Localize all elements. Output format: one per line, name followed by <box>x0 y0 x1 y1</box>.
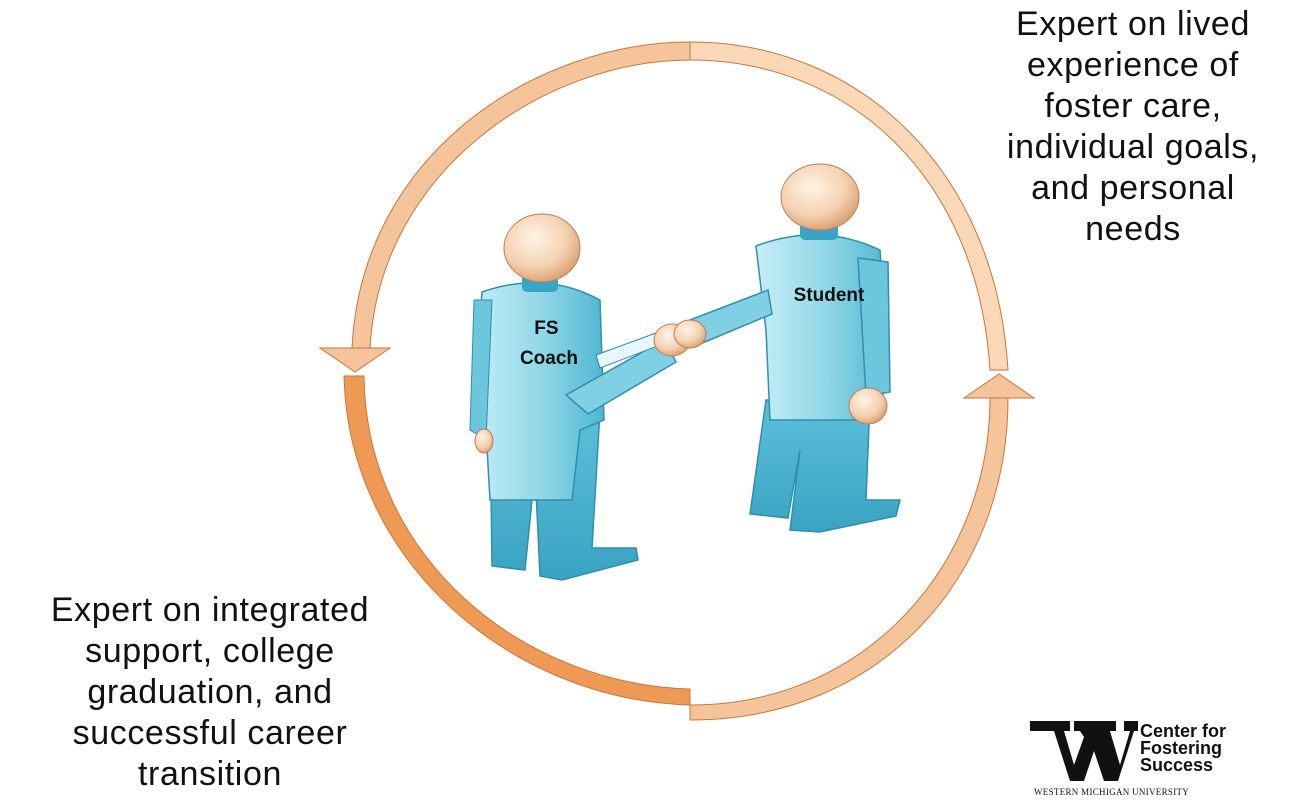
caption-line: individual goals, <box>1006 128 1260 166</box>
cycle-arrow-left <box>318 41 691 706</box>
caption-line: support, college <box>85 632 335 670</box>
caption-line: transition <box>138 755 282 793</box>
handshake <box>653 319 707 357</box>
w-logo-mark <box>1030 721 1138 781</box>
logo-org-line: Fostering <box>1140 738 1223 758</box>
student-expertise-caption: Expert on lived experience of foster car… <box>968 4 1298 250</box>
cycle-arrow-right <box>689 41 1036 721</box>
logo-org-name: Center for Fostering Success <box>1140 721 1227 775</box>
caption-line: successful career <box>72 714 348 752</box>
student-label: Student <box>794 285 865 306</box>
student-figure <box>689 163 901 533</box>
coach-label: FS Coach <box>520 318 578 369</box>
logo-university-name: WESTERN MICHIGAN UNIVERSITY <box>1034 787 1190 797</box>
logo-org-line: Success <box>1140 755 1214 775</box>
coach-label-line-1: FS <box>534 318 558 339</box>
caption-line: Expert on lived <box>1016 5 1250 43</box>
coach-figure <box>469 213 678 581</box>
logo-org-line: Center for <box>1140 721 1227 741</box>
coach-label-line-2: Coach <box>520 348 578 369</box>
caption-line: graduation, and <box>87 673 333 711</box>
caption-line: and personal <box>1031 169 1235 207</box>
caption-line: experience of <box>1027 46 1239 84</box>
caption-line: foster care, <box>1044 87 1222 125</box>
wmu-center-logo: Center for Fostering Success WESTERN MIC… <box>1030 717 1260 802</box>
coach-expertise-caption: Expert on integrated support, college gr… <box>0 590 420 795</box>
caption-line: Expert on integrated <box>50 591 370 629</box>
caption-line: needs <box>1085 210 1181 248</box>
student-label-line-1: Student <box>794 285 865 306</box>
